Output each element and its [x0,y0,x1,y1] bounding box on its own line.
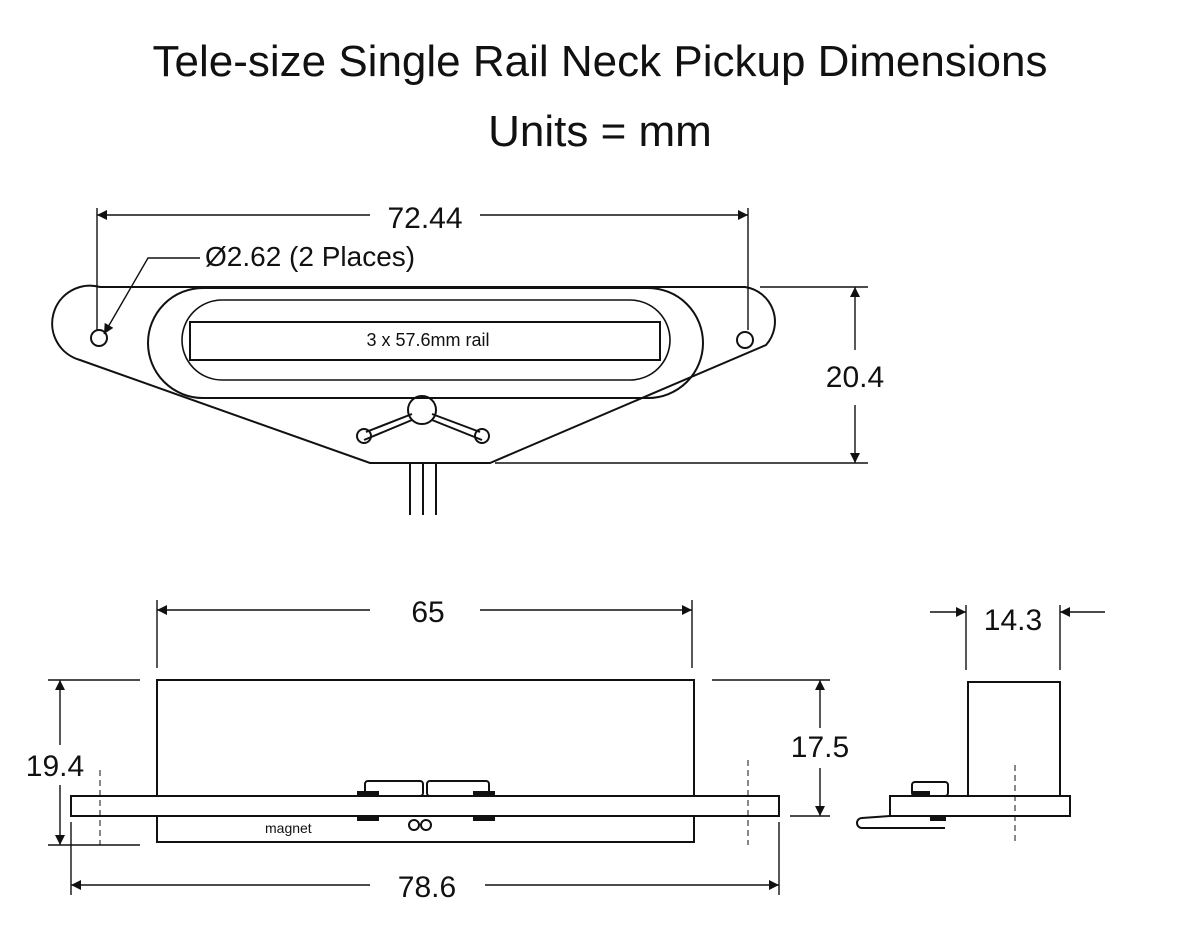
cover-width-label: 65 [411,596,444,629]
eyelet-left [364,780,424,797]
cover-outline [147,287,704,399]
end-rivets [912,791,946,821]
diagram-title: Tele-size Single Rail Neck Pickup Dimens… [152,37,1048,86]
base-width-label: 78.6 [398,871,456,904]
total-height-label: 19.4 [26,750,84,783]
lead-wire [409,463,437,515]
cover-height-label: 17.5 [791,731,849,764]
end-lead-wire [856,815,945,829]
mount-hole-right [736,331,754,349]
rail [189,321,661,361]
top-view-dimensions [96,208,868,464]
eyelet-right [426,780,490,797]
top-height-label: 20.4 [826,361,884,394]
end-view [856,681,1071,845]
mount-hole-left [90,329,108,347]
cover-side [156,679,695,797]
baseplate-side [70,795,780,817]
side-view-dimensions [48,600,830,895]
top-view [51,284,776,515]
overall-width-label: 72.44 [387,202,462,235]
pole-rim [181,299,671,381]
hole-note: Ø2.62 (2 Places) [205,241,415,272]
magnet-body [156,815,695,843]
wire-eyelet [356,395,490,444]
end-cover [967,681,1061,797]
magnet-label: magnet [265,820,312,836]
diagram-subtitle: Units = mm [488,107,712,156]
baseplate-rivets [357,791,495,821]
baseplate-outline [51,284,776,464]
side-view [70,679,780,845]
end-baseplate [889,795,1071,817]
end-width-label: 14.3 [984,604,1042,637]
end-view-dimensions [930,605,1105,670]
rail-label: 3 x 57.6mm rail [366,330,489,350]
